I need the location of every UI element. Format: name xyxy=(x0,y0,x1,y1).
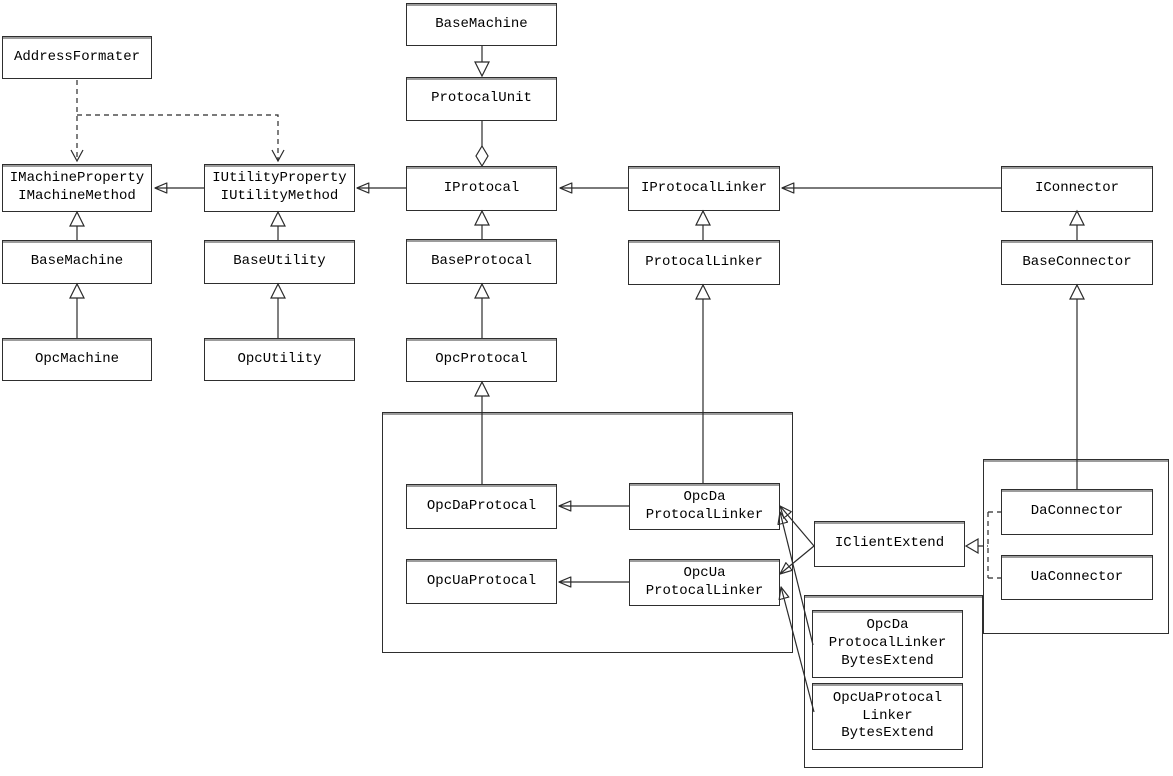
class-box-imachine-interface: IMachineProperty IMachineMethod xyxy=(2,164,152,212)
edge-gen-opcprotocal-baseprotocal xyxy=(474,282,490,338)
edge-gen-baseconnector-iconnector xyxy=(1069,209,1085,240)
class-box-opc-da-protocal: OpcDaProtocal xyxy=(406,484,557,529)
class-box-opc-ua-protocal-linker: OpcUa ProtocalLinker xyxy=(629,559,780,606)
class-box-da-connector: DaConnector xyxy=(1001,489,1153,535)
class-box-protocal-linker: ProtocalLinker xyxy=(628,240,780,285)
edge-gen-basemachinetop-protocalunit xyxy=(474,46,490,78)
class-box-base-machine-left: BaseMachine xyxy=(2,240,152,284)
class-box-opc-utility: OpcUtility xyxy=(204,338,355,381)
class-box-iprotocal: IProtocal xyxy=(406,166,557,211)
edge-gen-opcutility-baseutility xyxy=(270,282,286,338)
edge-gen-baseutility-iutility xyxy=(270,210,286,240)
class-box-opc-protocal: OpcProtocal xyxy=(406,338,557,382)
class-box-opc-machine: OpcMachine xyxy=(2,338,152,381)
class-box-address-formater: AddressFormater xyxy=(2,36,152,79)
class-box-opc-ua-protocal-linker-bytes-extend: OpcUaProtocal Linker BytesExtend xyxy=(812,683,963,750)
class-box-opc-da-protocal-linker-bytes-extend: OpcDa ProtocalLinker BytesExtend xyxy=(812,610,963,678)
container-opc-protocal-group xyxy=(382,412,793,653)
edge-agg-protocalunit-iprotocal xyxy=(475,121,489,168)
class-box-opc-da-protocal-linker: OpcDa ProtocalLinker xyxy=(629,483,780,530)
class-box-iprotocal-linker: IProtocalLinker xyxy=(628,166,780,211)
edge-gen-basemachineleft-imachine xyxy=(69,210,85,240)
edge-gen-baseprotocal-iprotocal xyxy=(474,209,490,239)
container-connector-group xyxy=(983,459,1169,634)
class-box-base-machine-top: BaseMachine xyxy=(406,3,557,46)
class-box-protocal-unit: ProtocalUnit xyxy=(406,77,557,121)
edge-gen-protocallinker-iprotocallinker xyxy=(695,209,711,240)
class-box-base-protocal: BaseProtocal xyxy=(406,239,557,284)
class-box-ua-connector: UaConnector xyxy=(1001,555,1153,600)
class-box-opc-ua-protocal: OpcUaProtocal xyxy=(406,559,557,604)
class-box-iconnector: IConnector xyxy=(1001,166,1153,212)
edge-dep-addressformater-imachine xyxy=(70,80,84,163)
edge-gen-opcmachine-basemachine xyxy=(69,282,85,338)
class-box-base-connector: BaseConnector xyxy=(1001,240,1153,285)
class-box-iutility-interface: IUtilityProperty IUtilityMethod xyxy=(204,164,355,212)
edge-dep-addressformater-iutility xyxy=(77,114,285,163)
class-box-iclient-extend: IClientExtend xyxy=(814,521,965,567)
class-box-base-utility: BaseUtility xyxy=(204,240,355,284)
